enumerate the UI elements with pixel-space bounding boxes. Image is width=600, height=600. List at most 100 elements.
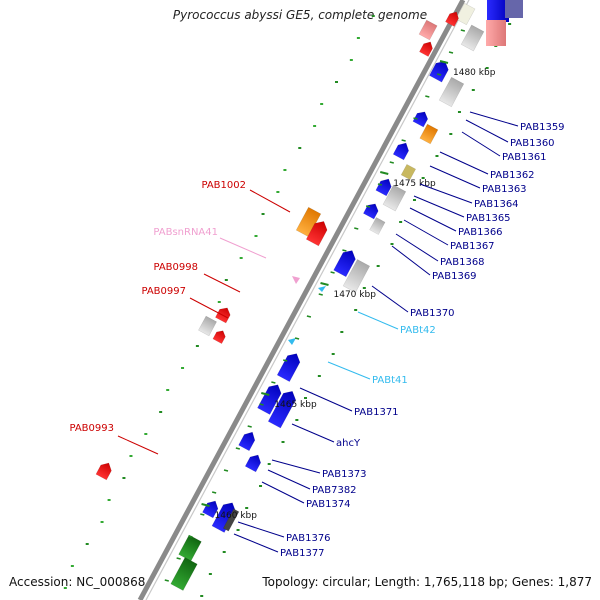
gene-feature[interactable] <box>460 24 485 52</box>
feature-label[interactable]: PAB1364 <box>474 199 519 210</box>
feature-label[interactable]: PAB7382 <box>312 485 357 496</box>
gene-feature[interactable] <box>419 123 439 145</box>
gene-feature[interactable] <box>222 508 240 532</box>
feature-label[interactable]: PAB1374 <box>306 499 351 510</box>
gene-feature[interactable] <box>412 109 430 128</box>
feature-label[interactable]: PAB0993 <box>69 423 114 434</box>
skew-dot <box>245 507 249 509</box>
feature-label[interactable]: PAB1365 <box>466 213 511 224</box>
trna-marker[interactable] <box>318 286 326 292</box>
gene-feature[interactable] <box>238 429 258 452</box>
gc-dot <box>313 125 317 127</box>
gene-feature[interactable] <box>267 388 298 429</box>
gene-feature[interactable] <box>455 2 476 26</box>
feature-label[interactable]: PAB1368 <box>440 257 485 268</box>
feature-label[interactable]: PAB1376 <box>286 533 331 544</box>
gene-feature[interactable] <box>369 217 386 235</box>
label-leader <box>117 435 159 455</box>
feature-label[interactable]: PAB1360 <box>510 138 555 149</box>
gc-dot <box>129 455 133 457</box>
ruler-minor-tick <box>259 403 264 406</box>
forward-strand-genes[interactable] <box>170 2 485 591</box>
gc-dot <box>70 565 74 567</box>
ruler-minor-tick <box>318 293 323 296</box>
gene-feature[interactable] <box>486 20 506 46</box>
feature-label[interactable]: PABt42 <box>400 325 436 336</box>
label-leader <box>327 361 371 380</box>
gene-feature[interactable] <box>363 201 380 220</box>
label-leader <box>409 207 457 232</box>
feature-label[interactable]: PAB1373 <box>322 469 367 480</box>
gene-feature[interactable] <box>276 350 303 382</box>
feature-label[interactable]: PAB1370 <box>410 308 455 319</box>
feature-label[interactable]: PAB1002 <box>201 180 246 191</box>
gene-feature[interactable] <box>445 9 460 27</box>
label-leader <box>267 469 311 490</box>
label-leader <box>395 233 439 262</box>
feature-label[interactable]: PAB0998 <box>153 262 198 273</box>
label-leader <box>391 245 431 276</box>
feature-label[interactable]: PABsnRNA41 <box>153 227 218 238</box>
gc-dot <box>276 191 280 193</box>
gc-dot <box>159 411 163 413</box>
gc-dot <box>261 213 265 215</box>
feature-label[interactable]: PABt41 <box>372 375 408 386</box>
rna-marker[interactable] <box>292 276 300 284</box>
ruler-tick <box>261 392 270 396</box>
feature-label[interactable]: PAB0997 <box>141 286 186 297</box>
gene-feature[interactable] <box>400 164 416 180</box>
gene-feature[interactable] <box>392 140 411 161</box>
gc-dot <box>144 433 148 435</box>
gene-feature[interactable] <box>487 0 509 22</box>
gene-feature[interactable] <box>95 460 114 481</box>
feature-label[interactable]: ahcY <box>336 438 361 449</box>
ruler-label: 1480 kbp <box>453 68 496 78</box>
skew-dot <box>331 353 335 355</box>
feature-label[interactable]: PAB1359 <box>520 122 565 133</box>
feature-label[interactable]: PAB1361 <box>502 152 547 163</box>
gene-feature[interactable] <box>419 39 434 57</box>
feature-label[interactable]: PAB1377 <box>280 548 325 559</box>
ruler-minor-tick <box>164 579 169 582</box>
skew-dot <box>236 529 240 531</box>
gc-dot <box>349 59 353 61</box>
reverse-strand-genes[interactable] <box>95 206 330 481</box>
gene-feature[interactable] <box>382 184 407 212</box>
gene-feature[interactable] <box>170 557 198 591</box>
label-leader <box>429 165 481 189</box>
top-right-genes[interactable] <box>486 0 523 46</box>
trna-marker[interactable] <box>288 338 296 345</box>
gene-feature[interactable] <box>198 315 217 337</box>
ruler-minor-tick <box>188 535 193 538</box>
ruler-minor-tick <box>294 337 300 340</box>
gc-dot <box>356 37 360 39</box>
feature-label[interactable]: PAB1367 <box>450 241 495 252</box>
gene-feature[interactable] <box>212 328 227 344</box>
gene-feature[interactable] <box>257 381 284 415</box>
feature-label[interactable]: PAB1366 <box>458 227 503 238</box>
gene-feature[interactable] <box>342 259 371 293</box>
feature-label[interactable]: PAB1369 <box>432 271 477 282</box>
gene-feature[interactable] <box>438 76 465 108</box>
gene-feature[interactable] <box>429 58 451 83</box>
gene-feature[interactable] <box>244 452 263 473</box>
gene-feature[interactable] <box>178 534 202 562</box>
gene-feature[interactable] <box>215 305 232 324</box>
skew-dot <box>281 441 285 443</box>
gene-feature[interactable] <box>375 176 394 197</box>
feature-label[interactable]: PAB1362 <box>490 170 535 181</box>
ruler-minor-tick <box>460 29 466 32</box>
feature-label[interactable]: PAB1371 <box>354 407 399 418</box>
gene-feature[interactable] <box>333 247 359 278</box>
gene-feature[interactable] <box>211 499 239 533</box>
skew-dot <box>208 573 212 575</box>
gene-feature[interactable] <box>418 19 438 41</box>
gene-feature[interactable] <box>505 0 523 18</box>
gc-dot <box>85 543 89 545</box>
gc-dot <box>166 389 170 391</box>
gene-feature[interactable] <box>305 218 330 247</box>
gc-dot <box>195 345 199 347</box>
feature-label[interactable]: PAB1363 <box>482 184 527 195</box>
